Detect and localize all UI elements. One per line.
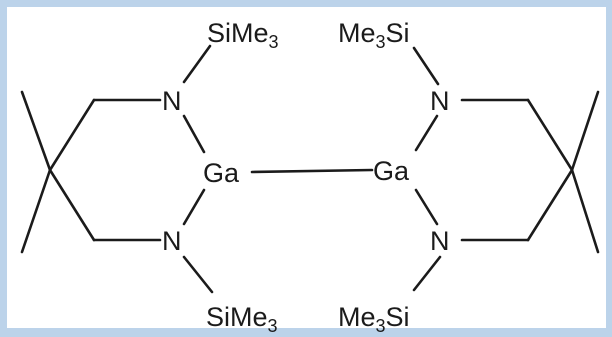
atom-label-n-top-right: N (430, 86, 450, 116)
bond-n-si-bottom-left (182, 255, 214, 294)
bond-n-ga-top-right (414, 114, 439, 152)
atom-label-silyl-top-left: SiMe3 (207, 18, 279, 52)
atom-label-silyl-bottom-left: SiMe3 (206, 302, 278, 336)
bond-left-methyl-upper (20, 90, 52, 172)
atom-label-silyl-bottom-right: Me3Si (338, 302, 410, 336)
bond-ga-ga (250, 168, 374, 174)
bond-n-ga-bottom-right (414, 188, 439, 226)
bond-left-cq-ch2-upper (48, 98, 96, 172)
atom-label-ga-left: Ga (203, 158, 240, 188)
atom-label-n-bottom-right: N (430, 226, 450, 256)
bond-left-methyl-lower (20, 168, 52, 254)
bond-right-ch2-cq-lower (526, 168, 574, 242)
atom-label-silyl-top-right: Me3Si (338, 18, 410, 52)
bond-n-si-top-right (412, 46, 440, 86)
bond-n-ga-bottom-left (182, 188, 206, 226)
bond-right-ch2-cq-upper (526, 98, 574, 172)
bond-right-methyl-lower (570, 168, 600, 254)
bond-right-methyl-upper (570, 90, 600, 172)
atom-label-n-top-left: N (162, 86, 182, 116)
bond-left-cq-ch2-lower (48, 168, 96, 242)
bond-n-si-bottom-right (412, 255, 442, 292)
atom-label-n-bottom-left: N (162, 226, 182, 256)
bond-n-si-top-left (182, 44, 212, 84)
bond-n-ga-top-left (182, 114, 206, 154)
atom-label-ga-right: Ga (373, 156, 410, 186)
